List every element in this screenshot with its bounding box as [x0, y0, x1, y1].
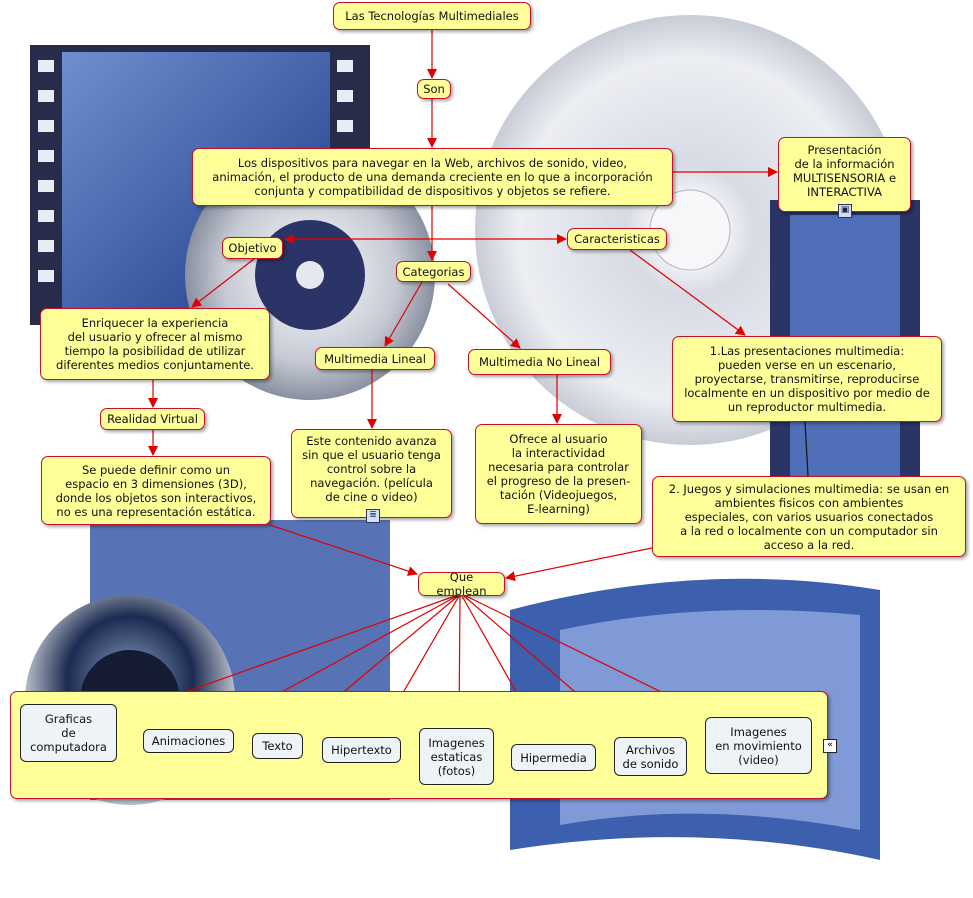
node-categorias[interactable]: Categorias — [396, 261, 471, 282]
node-se-puede-definir[interactable]: Se puede definir como un espacio en 3 di… — [41, 456, 271, 525]
node-enriquecer[interactable]: Enriquecer la experiencia del usuario y … — [40, 308, 270, 380]
node-presentacion-text: Presentación de la información MULTISENS… — [792, 143, 897, 199]
group-item-animaciones[interactable]: Animaciones — [143, 729, 234, 753]
link-sepuede-queemplean — [269, 524, 418, 576]
node-title[interactable]: Las Tecnologías Multimediales — [333, 2, 531, 30]
group-item-hipermedia[interactable]: Hipermedia — [511, 744, 596, 771]
node-realidad-virtual[interactable]: Realidad Virtual — [100, 408, 205, 430]
group-item-imagenes-movimiento[interactable]: Imagenes en movimiento (video) — [705, 717, 812, 774]
link-categorias-nolineal — [447, 283, 521, 349]
node-juegos-simulaciones[interactable]: 2. Juegos y simulaciones multimedia: se … — [652, 476, 966, 557]
node-este-contenido[interactable]: Este contenido avanza sin que el usuario… — [291, 429, 452, 518]
link-juegos-queemplean — [505, 547, 653, 582]
node-que-emplean[interactable]: Que emplean — [418, 570, 505, 598]
node-main[interactable]: Los dispositivos para navegar en la Web,… — [192, 148, 673, 206]
node-son[interactable]: Son — [417, 79, 451, 99]
node-objetivo[interactable]: Objetivo — [222, 237, 283, 259]
node-multimedia-no-lineal[interactable]: Multimedia No Lineal — [468, 349, 611, 375]
node-este-contenido-text: Este contenido avanza sin que el usuario… — [302, 434, 441, 504]
link-objetivo-enriquecer — [191, 258, 255, 308]
node-caracteristicas[interactable]: Caracteristicas — [567, 228, 667, 250]
image-attachment-icon[interactable]: ▣ — [838, 204, 852, 218]
node-multimedia-lineal[interactable]: Multimedia Lineal — [315, 347, 435, 370]
node-presentaciones-multimedia[interactable]: 1.Las presentaciones multimedia: pueden … — [672, 336, 942, 422]
group-item-texto[interactable]: Texto — [252, 733, 303, 759]
document-attachment-icon[interactable]: ≣ — [366, 509, 380, 523]
link-presentaciones-juegos — [804, 421, 809, 477]
node-ofrece[interactable]: Ofrece al usuario la interactividad nece… — [475, 424, 642, 524]
group-item-hipertexto[interactable]: Hipertexto — [322, 737, 401, 763]
group-item-imagenes-estaticas[interactable]: Imagenes estaticas (fotos) — [419, 728, 494, 785]
group-item-archivos-sonido[interactable]: Archivos de sonido — [614, 737, 687, 776]
node-presentacion[interactable]: Presentación de la información MULTISENS… — [778, 137, 911, 212]
group-item-graficas[interactable]: Graficas de computadora — [20, 704, 117, 762]
link-categorias-lineal — [384, 281, 423, 347]
link-caracteristicas-presentaciones — [629, 249, 746, 336]
collapse-group-icon[interactable]: « — [823, 739, 837, 753]
